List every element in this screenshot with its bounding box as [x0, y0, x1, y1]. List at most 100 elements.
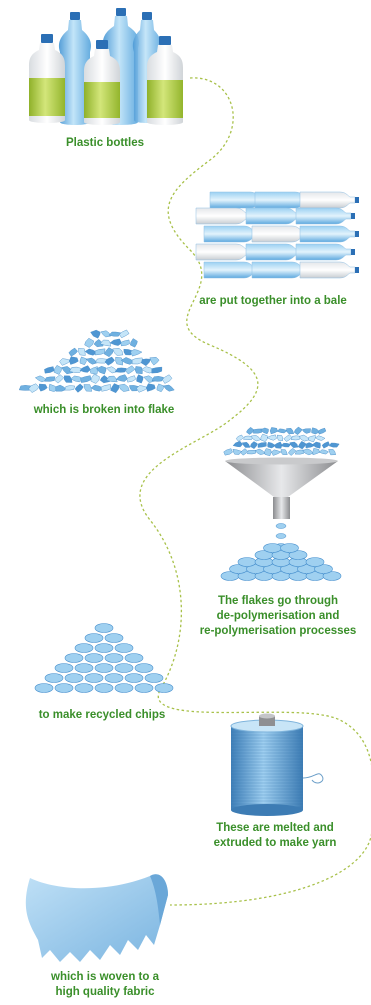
flake	[162, 374, 173, 384]
recycled-chip	[124, 673, 144, 683]
recycled-chip	[64, 673, 84, 683]
flake	[94, 348, 106, 356]
pile-chip	[322, 571, 342, 581]
fabric-illustration	[25, 874, 169, 962]
bottle-green-left	[29, 34, 65, 123]
pile-chip	[263, 543, 282, 553]
flake	[90, 329, 101, 339]
pile-chip	[280, 543, 299, 553]
flake	[85, 357, 98, 365]
falling-chip	[275, 533, 287, 539]
pile-chip	[288, 550, 308, 560]
funnel-flake	[240, 448, 248, 456]
pile-chip	[314, 564, 333, 574]
flake	[130, 338, 138, 348]
flake	[89, 366, 99, 375]
funnel-flake	[266, 434, 277, 441]
funnel-flake	[267, 441, 277, 449]
funnel-flake	[315, 435, 326, 441]
funnel-flake	[246, 427, 255, 435]
bale-bottle-cap	[355, 197, 359, 203]
flake	[119, 329, 130, 339]
flake	[103, 347, 114, 358]
funnel-flake	[308, 435, 316, 443]
flake	[100, 330, 112, 338]
flake	[99, 375, 111, 384]
bale-bottle-cap	[351, 213, 355, 219]
funnel-flake	[289, 441, 299, 448]
funnel-flake	[280, 442, 292, 448]
funnel-flake	[298, 434, 310, 442]
funnel-flake	[328, 442, 340, 448]
small-chip-pile	[220, 543, 342, 581]
label-chips: to make recycled chips	[38, 709, 166, 721]
funnel-illustration	[220, 426, 342, 581]
flake	[120, 339, 130, 347]
flake	[117, 383, 130, 392]
flake	[131, 357, 143, 365]
recycled-chip	[104, 653, 124, 663]
recycled-chip	[94, 663, 114, 673]
flake	[44, 376, 56, 382]
bale-bottle	[195, 243, 252, 261]
recycled-chip	[134, 663, 154, 673]
falling-chip	[275, 523, 287, 529]
recycled-chip	[74, 663, 94, 673]
funnel-flake	[280, 449, 288, 455]
funnel-flake	[311, 441, 321, 449]
recycled-chip	[44, 673, 64, 683]
bale-illustration	[195, 191, 359, 279]
recycled-chip	[84, 653, 104, 663]
bale-bottle	[251, 261, 308, 279]
flake	[151, 366, 163, 374]
funnel-flake	[276, 434, 284, 441]
flake	[54, 374, 65, 384]
funnel-flake	[235, 434, 244, 442]
funnel-flake	[241, 442, 251, 448]
flake	[104, 356, 115, 366]
flake	[80, 375, 92, 383]
flake	[99, 339, 112, 347]
funnel-flake	[318, 449, 329, 455]
funnel-flake	[302, 448, 314, 456]
flake	[162, 384, 175, 392]
flake	[134, 366, 143, 375]
recycled-chip	[134, 683, 154, 693]
bottle-blue-back	[58, 12, 92, 125]
funnel-flake	[276, 428, 288, 434]
bale-bottle	[299, 225, 356, 243]
flake	[79, 356, 87, 366]
flake	[84, 337, 95, 348]
funnel-flake	[260, 433, 268, 442]
flake	[151, 376, 164, 382]
flake	[106, 375, 118, 383]
recycled-chip	[114, 683, 134, 693]
flake	[100, 384, 111, 392]
flake	[38, 383, 48, 392]
funnel-flake	[243, 435, 254, 441]
flake	[115, 374, 128, 382]
flake	[90, 373, 100, 384]
flake	[112, 347, 124, 356]
recycled-chip	[114, 663, 134, 673]
recycled-chip	[94, 643, 114, 653]
flake	[63, 375, 73, 383]
funnel-flake	[257, 442, 267, 448]
funnel-flake	[223, 448, 233, 456]
flake	[115, 356, 124, 366]
flake	[79, 365, 91, 373]
funnel-flake	[269, 427, 278, 435]
flake	[110, 383, 120, 394]
bottles-illustration	[29, 8, 183, 125]
recycled-chip	[94, 683, 114, 693]
recycled-chip	[104, 673, 124, 683]
funnel-flake	[293, 426, 303, 435]
recycled-chip	[124, 653, 144, 663]
recycled-chip	[114, 643, 134, 653]
recycled-chip	[34, 683, 54, 693]
flake	[125, 365, 136, 375]
recycled-chip	[104, 633, 124, 643]
funnel-flake	[312, 448, 320, 456]
funnel-flake	[264, 448, 272, 457]
